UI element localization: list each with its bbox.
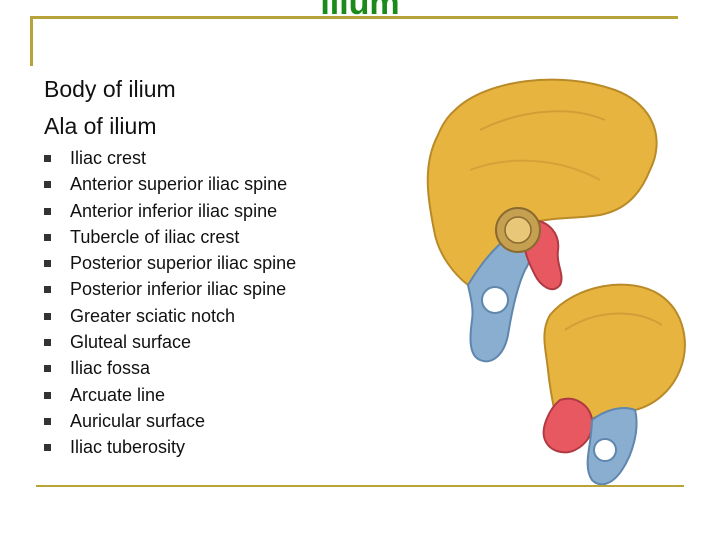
top-rule [30,16,678,19]
slide-title: ilium [320,0,400,22]
list-item: Iliac crest [44,145,296,171]
square-bullet-icon [44,155,51,162]
list-item: Greater sciatic notch [44,303,296,329]
heading-body-of-ilium: Body of ilium [44,76,176,102]
hip-bone-lateral-view [426,78,658,363]
square-bullet-icon [44,286,51,294]
list-item: Gluteal surface [44,329,296,355]
square-bullet-icon [44,391,51,399]
hip-bone-medial-view [542,283,686,486]
square-bullet-icon [44,207,51,215]
square-bullet-icon [44,444,51,452]
list-item: Anterior inferior iliac spine [44,198,296,224]
square-bullet-icon [44,417,51,425]
list-item: Posterior superior iliac spine [44,250,296,276]
hip-bone-illustration [400,70,720,490]
list-item: Tubercle of iliac crest [44,224,296,250]
list-item: Auricular surface [44,408,296,434]
square-bullet-icon [44,233,51,241]
pubis-lower [542,397,594,454]
list-item: Iliac tuberosity [44,434,296,460]
square-bullet-icon [44,181,51,189]
heading-ala-of-ilium: Ala of ilium [44,113,157,139]
square-bullet-icon [44,312,51,320]
bullet-list: Iliac crest Anterior superior iliac spin… [44,145,296,461]
list-item: Iliac fossa [44,355,296,381]
square-bullet-icon [44,365,51,373]
square-bullet-icon [44,339,51,347]
list-item: Posterior inferior iliac spine [44,276,296,302]
list-item: Anterior superior iliac spine [44,171,296,197]
left-rule [30,16,33,66]
square-bullet-icon [44,260,51,268]
list-item: Arcuate line [44,382,296,408]
bottom-rule [36,485,684,487]
